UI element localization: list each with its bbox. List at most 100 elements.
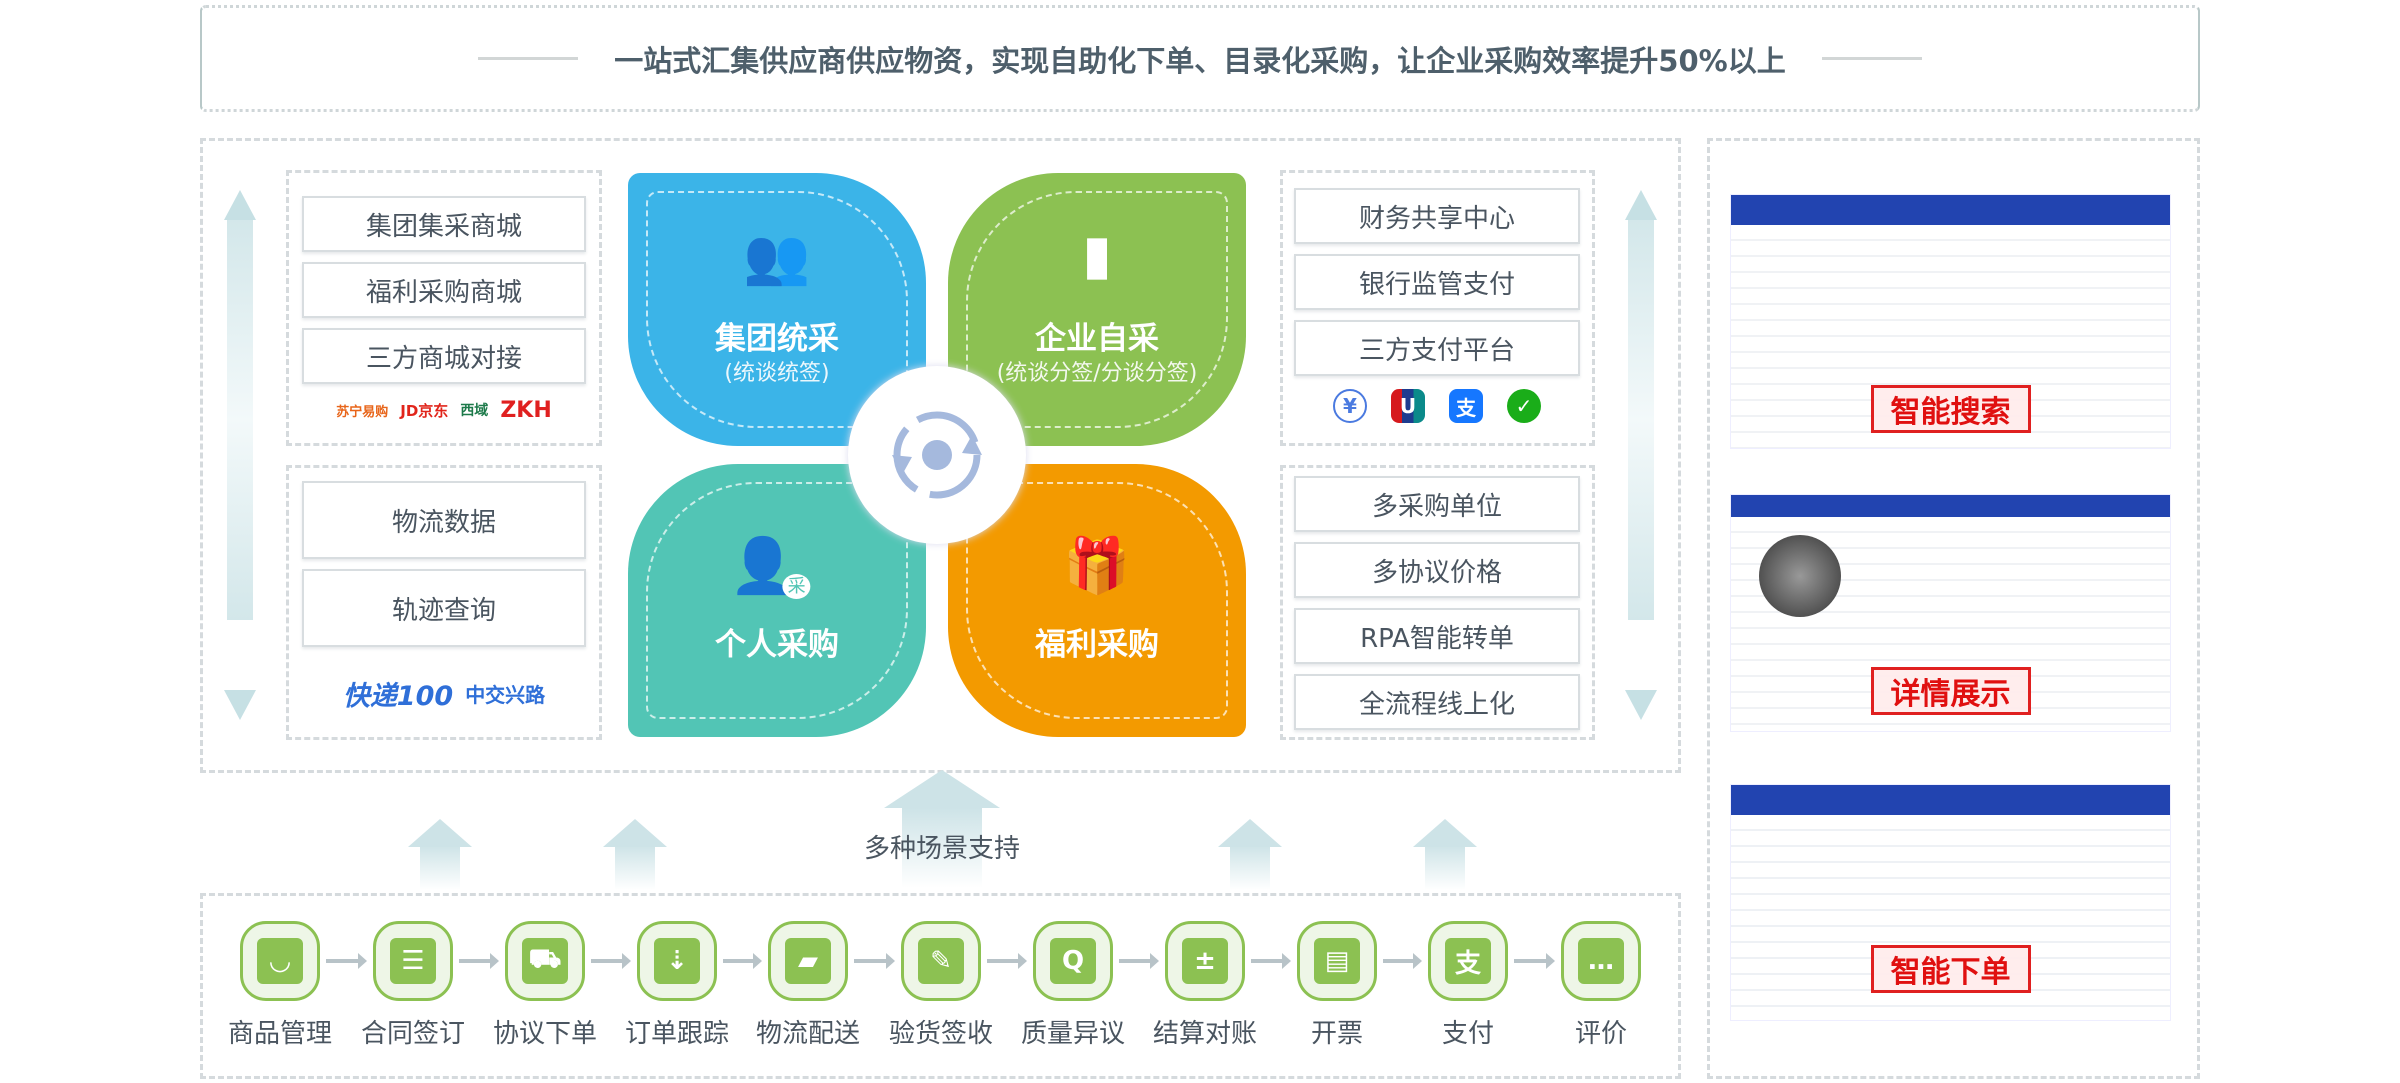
mall-group	[286, 170, 602, 446]
xiyu-logo: 西域	[460, 403, 489, 419]
quadrant-subtitle: (统谈统签)	[724, 361, 830, 386]
process-step-button[interactable]: ◡	[240, 921, 320, 1001]
wechat-pay-icon: ✓	[1507, 389, 1541, 423]
process-step-label: 商品管理	[227, 1019, 332, 1049]
logistics-item[interactable]: 轨迹查询	[302, 569, 586, 647]
up-arrow	[408, 819, 472, 890]
payment-icons: ¥ U 支 ✓	[1294, 388, 1580, 424]
process-step-label: 质量异议	[1020, 1019, 1125, 1049]
smart-order-screenshot[interactable]: 智能下单	[1730, 784, 2171, 1021]
big-up-arrow	[872, 770, 1012, 888]
process-step-label: 开票	[1310, 1019, 1363, 1049]
unionpay-icon: U	[1391, 389, 1425, 423]
zhongjiao-logo: 中交兴路	[465, 682, 546, 707]
quadrant-group-procurement[interactable]: 👥 集团统采 (统谈统签)	[628, 173, 926, 446]
quadrant-title: 福利采购	[1035, 627, 1159, 663]
arrow-right-icon	[1514, 953, 1555, 969]
screenshot-label: 智能下单	[1870, 945, 2031, 993]
cycle-icon	[848, 366, 1026, 544]
payment-item[interactable]: 银行监管支付	[1294, 254, 1580, 310]
capability-item[interactable]: 多采购单位	[1294, 476, 1580, 532]
process-step-label: 验货签收	[888, 1019, 993, 1049]
process-step-button[interactable]: ⇣	[637, 921, 717, 1001]
right-arrow	[1625, 190, 1657, 720]
group-icon: 👥	[743, 225, 811, 288]
mall-item[interactable]: 集团集采商城	[302, 196, 586, 252]
mall-item[interactable]: 三方商城对接	[302, 328, 586, 384]
alipay-icon: 支	[1449, 389, 1483, 423]
arrow-right-icon	[1119, 953, 1159, 969]
purchase-badge: 采	[782, 574, 811, 599]
shopping-bag-icon: ◡	[257, 938, 303, 984]
screenshots-panel	[1707, 138, 2200, 1079]
mall-item[interactable]: 福利采购商城	[302, 262, 586, 318]
smart-search-screenshot[interactable]: 智能搜索	[1730, 194, 2171, 449]
process-step-button[interactable]: ☰	[373, 921, 453, 1001]
logistics-logos: 快递100 中交兴路	[302, 675, 586, 712]
payment-item[interactable]: 三方支付平台	[1294, 320, 1580, 376]
payment-item[interactable]: 财务共享中心	[1294, 188, 1580, 244]
person-purchase-icon: 👤采	[729, 534, 824, 599]
process-panel	[200, 893, 1681, 1079]
building-icon: ▮	[1082, 223, 1112, 286]
arrow-right-icon	[854, 953, 895, 969]
process-step-label: 订单跟踪	[624, 1019, 729, 1049]
up-arrow	[603, 819, 667, 890]
logistics-item[interactable]: 物流数据	[302, 481, 586, 559]
arrow-right-icon	[591, 953, 631, 969]
process-step-button[interactable]: Q	[1033, 921, 1113, 1001]
screenshot-label: 详情展示	[1870, 667, 2031, 715]
capability-item[interactable]: 多协议价格	[1294, 542, 1580, 598]
divider	[478, 57, 579, 60]
screenshot-label: 智能搜索	[1870, 385, 2031, 433]
process-step-label: 协议下单	[492, 1019, 597, 1049]
arrow-right-icon	[326, 953, 367, 969]
logistics-group	[286, 465, 602, 740]
zkh-logo: ZKH	[500, 397, 552, 423]
process-step-button[interactable]: ±	[1165, 921, 1245, 1001]
invoice-icon: ▤	[1314, 938, 1360, 984]
gift-icon: 🎁	[1063, 534, 1131, 597]
arrow-right-icon	[987, 953, 1027, 969]
divider	[1821, 57, 1922, 60]
up-arrow	[1413, 819, 1477, 890]
capability-item[interactable]: RPA智能转单	[1294, 608, 1580, 664]
contract-icon: ☰	[390, 938, 436, 984]
yuan-icon: ¥	[1333, 389, 1367, 423]
process-step-button[interactable]: 支	[1428, 921, 1508, 1001]
up-arrow	[1218, 819, 1282, 890]
shield-icon: Q	[1050, 938, 1096, 984]
process-step-button[interactable]: …	[1561, 921, 1641, 1001]
capability-item[interactable]: 全流程线上化	[1294, 674, 1580, 730]
arrow-right-icon	[723, 953, 762, 969]
process-step-label: 结算对账	[1152, 1019, 1257, 1049]
quadrant-title: 个人采购	[715, 627, 839, 663]
left-arrow	[224, 190, 256, 720]
process-step-button[interactable]: ▰	[768, 921, 848, 1001]
headline-banner: 一站式汇集供应商供应物资，实现自助化下单、目录化采购，让企业采购效率提升50%以…	[200, 5, 2200, 112]
headline-text: 一站式汇集供应商供应物资，实现自助化下单、目录化采购，让企业采购效率提升50%以…	[614, 43, 1786, 78]
process-step-button[interactable]: ▤	[1297, 921, 1377, 1001]
tracking-icon: ⇣	[654, 938, 700, 984]
alipay-icon: 支	[1445, 938, 1491, 984]
arrow-right-icon	[1251, 953, 1291, 969]
process-step-label: 评价	[1574, 1019, 1627, 1049]
suning-logo: 苏宁易购	[336, 404, 389, 420]
calculator-icon: ±	[1182, 938, 1228, 984]
process-step-button[interactable]: ✎	[901, 921, 981, 1001]
quadrant-title: 集团统采	[715, 321, 839, 357]
payment-group	[1280, 170, 1595, 446]
arrow-right-icon	[1383, 953, 1422, 969]
detail-display-screenshot[interactable]: 详情展示	[1730, 494, 2171, 732]
kuaidi100-logo: 快递100	[342, 680, 454, 712]
scenes-label: 多种场景支持	[863, 834, 1020, 864]
arrow-right-icon	[459, 953, 499, 969]
process-step-button[interactable]: ⛟	[505, 921, 585, 1001]
process-step-label: 合同签订	[360, 1019, 465, 1049]
comment-icon: …	[1578, 938, 1624, 984]
jd-logo: JD京东	[400, 401, 449, 420]
quadrant-title: 企业自采	[1035, 321, 1159, 357]
mall-logos: 苏宁易购 JD京东 西域 ZKH	[302, 395, 586, 425]
sign-icon: ✎	[918, 938, 964, 984]
quadrant-subtitle: (统谈分签/分谈分签)	[996, 361, 1198, 386]
